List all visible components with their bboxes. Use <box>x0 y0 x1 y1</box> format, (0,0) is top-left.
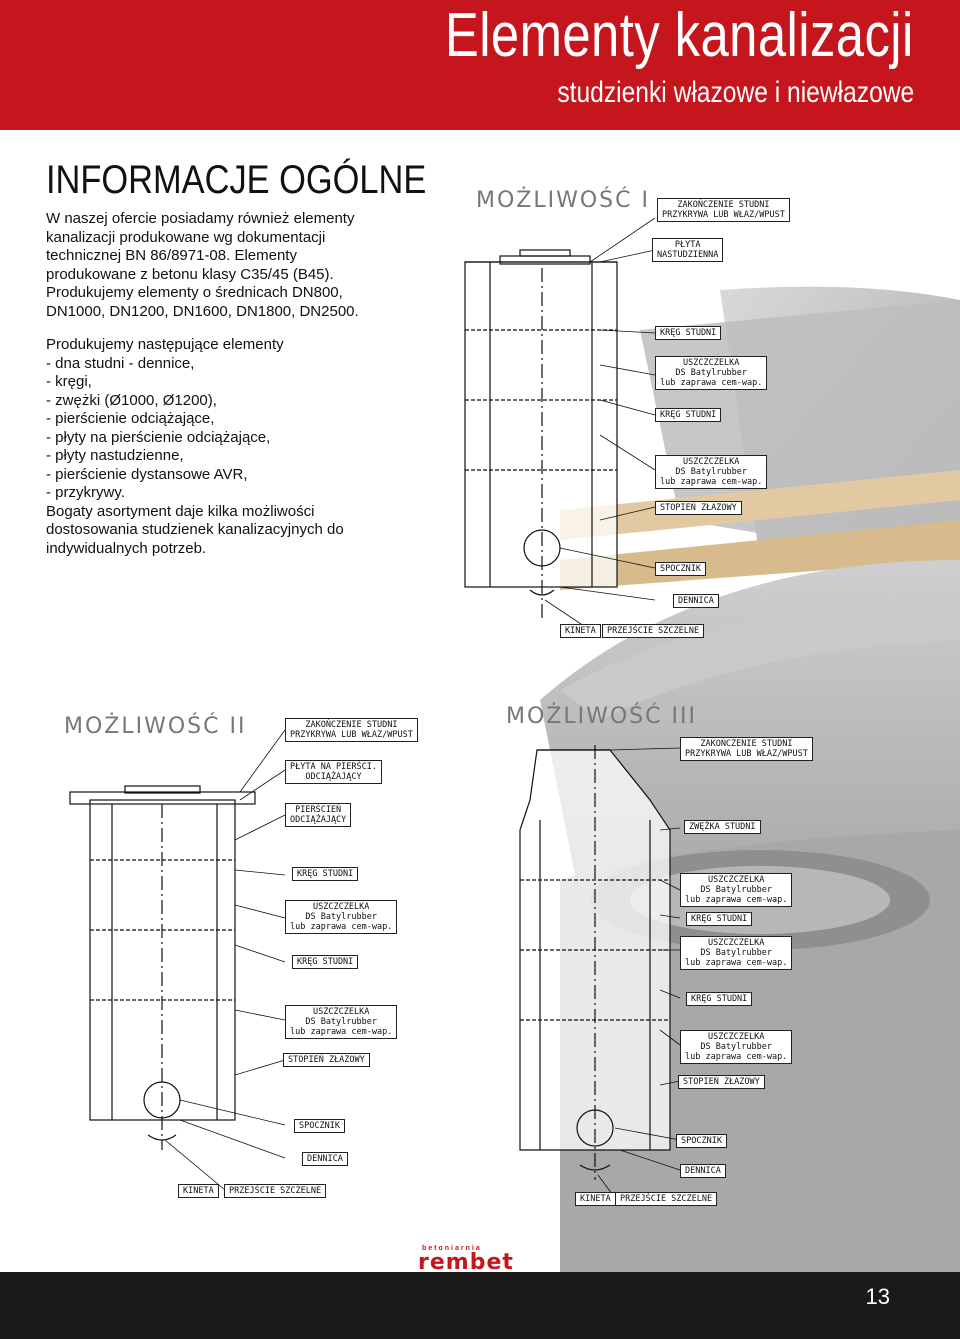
label-line: lub zaprawa cem-wap. <box>685 895 788 905</box>
label-cover: ZAKOŃCZENIE STUDNI PRZYKRYWA LUB WŁAZ/WP… <box>285 718 418 742</box>
label-line: PRZYKRYWA LUB WŁAZ/WPUST <box>685 749 808 759</box>
label-cone: ZWĘŻKA STUDNI <box>684 820 761 834</box>
label-line: NASTUDZIENNA <box>657 250 719 260</box>
label-line: USZCZCZELKA <box>708 1032 765 1042</box>
label-seal: USZCZCZELKA DS Batylrubber lub zaprawa c… <box>655 455 768 489</box>
page-subtitle: studzienki włazowe i niewłazowe <box>557 76 914 109</box>
header-banner: Elementy kanalizacji studzienki włazowe … <box>0 0 960 130</box>
label-line: PRZYKRYWA LUB WŁAZ/WPUST <box>662 210 785 220</box>
label-line: DS Batylrubber <box>700 1042 772 1052</box>
list-item: pierścienie odciążające, <box>46 410 376 429</box>
list-item: pierścienie dystansowe AVR, <box>46 466 376 485</box>
label-przejscie: PRZEJŚCIE SZCZELNE <box>602 624 705 638</box>
label-kineta: KINETA <box>560 624 601 638</box>
label-ring: KRĘG STUDNI <box>655 408 722 422</box>
label-ring: KRĘG STUDNI <box>292 867 359 881</box>
label-step: STOPIEŃ ZŁAZOWY <box>655 501 742 515</box>
label-przejscie: PRZEJŚCIE SZCZELNE <box>224 1184 327 1198</box>
label-line: lub zaprawa cem-wap. <box>685 958 788 968</box>
label-line: USZCZCZELKA <box>313 1007 370 1017</box>
label-line: ODCIĄŻAJĄCY <box>290 815 347 825</box>
intro-paragraph: Produkujemy elementy o średnicach DN800,… <box>46 284 359 320</box>
label-line: PRZYKRYWA LUB WŁAZ/WPUST <box>290 730 413 740</box>
leader-lines <box>164 217 681 1199</box>
label-seal: USZCZCZELKA DS Batylrubber lub zaprawa c… <box>655 356 768 390</box>
label-line: USZCZCZELKA <box>708 875 765 885</box>
option-1-drawing <box>464 249 618 620</box>
label-dennica: DENNICA <box>302 1152 348 1166</box>
label-line: DS Batylrubber <box>700 948 772 958</box>
label-line: ZAKOŃCZENIE STUDNI <box>700 739 793 749</box>
label-line: PŁYTA NA PIERŚCI. <box>290 762 377 772</box>
label-line: lub zaprawa cem-wap. <box>290 922 393 932</box>
label-ring: KRĘG STUDNI <box>655 326 722 340</box>
label-line: DS Batylrubber <box>305 1017 377 1027</box>
label-line: DS Batylrubber <box>700 885 772 895</box>
label-dennica: DENNICA <box>680 1164 726 1178</box>
label-line: PŁYTA <box>674 240 701 250</box>
label-plate: PŁYTA NA PIERŚCI. ODCIĄŻAJĄCY <box>285 760 382 784</box>
label-line: ZAKOŃCZENIE STUDNI <box>677 200 770 210</box>
label-przejscie: PRZEJŚCIE SZCZELNE <box>615 1192 718 1206</box>
label-line: lub zaprawa cem-wap. <box>660 378 763 388</box>
label-line: lub zaprawa cem-wap. <box>685 1052 788 1062</box>
list-item: płyty nastudzienne, <box>46 447 376 466</box>
label-line: DS Batylrubber <box>305 912 377 922</box>
option-3-title: MOŻLIWOŚĆ III <box>506 704 697 729</box>
label-line: USZCZCZELKA <box>313 902 370 912</box>
brand-logo: rembet <box>418 1250 514 1275</box>
label-kineta: KINETA <box>178 1184 219 1198</box>
closing-text: Bogaty asortyment daje kilka możliwości … <box>46 502 344 557</box>
label-step: STOPIEŃ ZŁAZOWY <box>283 1053 370 1067</box>
products-list: Produkujemy następujące elementy dna stu… <box>46 336 376 558</box>
list-heading: Produkujemy następujące elementy <box>46 336 284 353</box>
label-step: STOPIEŃ ZŁAZOWY <box>678 1075 765 1089</box>
label-ring: KRĘG STUDNI <box>292 955 359 969</box>
label-cover: ZAKOŃCZENIE STUDNI PRZYKRYWA LUB WŁAZ/WP… <box>680 737 813 761</box>
label-seal: USZCZCZELKA DS Batylrubber lub zaprawa c… <box>680 1030 793 1064</box>
label-kineta: KINETA <box>575 1192 616 1206</box>
label-seal: USZCZCZELKA DS Batylrubber lub zaprawa c… <box>680 873 793 907</box>
label-line: DS Batylrubber <box>675 467 747 477</box>
list-item: kręgi, <box>46 373 376 392</box>
label-relief-ring: PIERŚCIEŃ ODCIĄŻAJĄCY <box>285 803 352 827</box>
section-title: INFORMACJE OGÓLNE <box>46 158 427 202</box>
option-3-drawing <box>519 745 671 1180</box>
list-item: dna studni - dennice, <box>46 355 376 374</box>
option-1-title: MOŻLIWOŚĆ I <box>476 188 650 213</box>
list-item: przykrywy. <box>46 484 376 503</box>
logo-subtext: betoniarnia <box>422 1245 482 1252</box>
label-dennica: DENNICA <box>673 594 719 608</box>
option-2-title: MOŻLIWOŚĆ II <box>64 714 247 739</box>
label-line: DS Batylrubber <box>675 368 747 378</box>
label-line: ODCIĄŻAJĄCY <box>305 772 362 782</box>
footer-bar: 13 <box>0 1272 960 1339</box>
label-spocznik: SPOCZNIK <box>655 562 706 576</box>
label-cover: ZAKOŃCZENIE STUDNI PRZYKRYWA LUB WŁAZ/WP… <box>657 198 790 222</box>
label-line: lub zaprawa cem-wap. <box>660 477 763 487</box>
option-2-drawing <box>69 785 256 1150</box>
label-ring: KRĘG STUDNI <box>686 912 753 926</box>
label-line: USZCZCZELKA <box>683 457 740 467</box>
label-ring: KRĘG STUDNI <box>686 992 753 1006</box>
label-seal: USZCZCZELKA DS Batylrubber lub zaprawa c… <box>680 936 793 970</box>
label-plate: PŁYTA NASTUDZIENNA <box>652 238 724 262</box>
list-item: płyty na pierścienie odciążające, <box>46 429 376 448</box>
page-title: Elementy kanalizacji <box>445 1 914 70</box>
intro-text: W naszej ofercie posiadamy również eleme… <box>46 210 376 321</box>
label-line: PIERŚCIEŃ <box>295 805 342 815</box>
label-line: USZCZCZELKA <box>683 358 740 368</box>
label-line: USZCZCZELKA <box>708 938 765 948</box>
label-seal: USZCZCZELKA DS Batylrubber lub zaprawa c… <box>285 900 398 934</box>
page-number: 13 <box>865 1284 890 1309</box>
label-line: lub zaprawa cem-wap. <box>290 1027 393 1037</box>
label-spocznik: SPOCZNIK <box>676 1134 727 1148</box>
list-item: zwężki (Ø1000, Ø1200), <box>46 392 376 411</box>
label-line: ZAKOŃCZENIE STUDNI <box>305 720 398 730</box>
label-seal: USZCZCZELKA DS Batylrubber lub zaprawa c… <box>285 1005 398 1039</box>
label-spocznik: SPOCZNIK <box>294 1119 345 1133</box>
intro-paragraph: W naszej ofercie posiadamy również eleme… <box>46 210 355 283</box>
